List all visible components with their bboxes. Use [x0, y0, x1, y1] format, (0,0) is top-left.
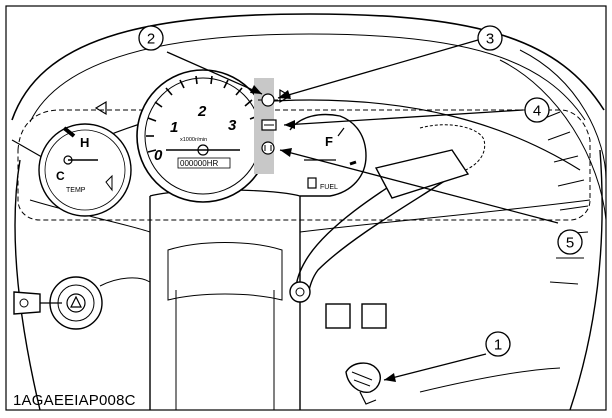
temp-label: TEMP: [66, 187, 86, 194]
leader-3: [277, 39, 479, 99]
fuel-pump-icon: [307, 177, 317, 189]
callout-2: 2: [138, 25, 164, 51]
leader-2: [166, 51, 263, 95]
left-turn-arrow-icon: [94, 100, 107, 116]
column-shaft: [175, 290, 275, 410]
svg-text:4: 4: [533, 103, 541, 120]
tach-tick-marks: [146, 75, 259, 153]
cluster-dashed-outline: [17, 109, 591, 221]
key-head: [13, 291, 41, 315]
fuel-full-label: F: [325, 134, 333, 149]
hour-meter-box: [177, 157, 231, 169]
fuel-label: FUEL: [320, 184, 338, 191]
tach-unit-label: x1000r/min: [180, 137, 207, 143]
lever-knob: [374, 149, 470, 199]
tach-tick-2: 2: [197, 103, 207, 120]
dash-hood-outline: [11, 13, 605, 121]
column-cover: [167, 242, 283, 301]
dash-right-edge: [569, 149, 603, 411]
figure-frame: [5, 5, 607, 411]
callout-5: 5: [557, 229, 583, 255]
lever-rod-lower: [307, 175, 453, 295]
dash-hood-inner: [29, 33, 586, 123]
figure-code: 1AGAEEIAP008C: [13, 392, 136, 409]
leader-5: [279, 149, 559, 224]
leader-4: [283, 109, 524, 126]
svg-text:3: 3: [486, 31, 494, 48]
fuel-empty-mark: [349, 160, 357, 166]
dash-left-edge: [14, 159, 41, 411]
tach-tick-0: 0: [154, 147, 163, 164]
engine-oil-warning-icon: [261, 93, 275, 107]
steering-wheel-arc: [39, 99, 581, 171]
svg-text:2: 2: [147, 31, 155, 48]
leader-1: [383, 353, 487, 381]
dash-lower-left: [29, 199, 151, 233]
switch-blank-right: [361, 303, 387, 329]
floor-line: [419, 367, 561, 393]
dash-lower-right: [299, 199, 591, 233]
tachometer: 0 1 2 3 x1000r/min 000000HR: [136, 69, 270, 203]
temp-cold-label: C: [56, 169, 65, 183]
lever-ghost-outline: [419, 124, 486, 179]
temp-gauge: H C TEMP: [38, 123, 132, 217]
glow-plug-indicator-icon: [261, 141, 275, 155]
svg-text:1: 1: [494, 337, 502, 354]
callout-1: 1: [485, 331, 511, 357]
leader-lines: [166, 39, 559, 381]
switch-blank-left: [325, 303, 351, 329]
svg-text:5: 5: [566, 235, 574, 252]
thermometer-icon: [105, 174, 113, 192]
tyre-tread: [499, 49, 607, 285]
temp-hot-zone-mark: [62, 126, 76, 138]
callout-3: 3: [477, 25, 503, 51]
pedal-control: [345, 362, 381, 405]
hazard-icon: [70, 295, 82, 308]
key-switch: [13, 276, 103, 330]
fuel-gauge: F FUEL: [289, 113, 367, 197]
hour-meter: 000000HR: [180, 159, 218, 168]
temp-hot-label: H: [80, 135, 89, 150]
callout-4: 4: [524, 97, 550, 123]
arrowheads: [250, 85, 396, 382]
tach-tick-1: 1: [170, 119, 178, 136]
tach-tick-3: 3: [228, 117, 237, 134]
lever-pivot: [289, 281, 311, 303]
